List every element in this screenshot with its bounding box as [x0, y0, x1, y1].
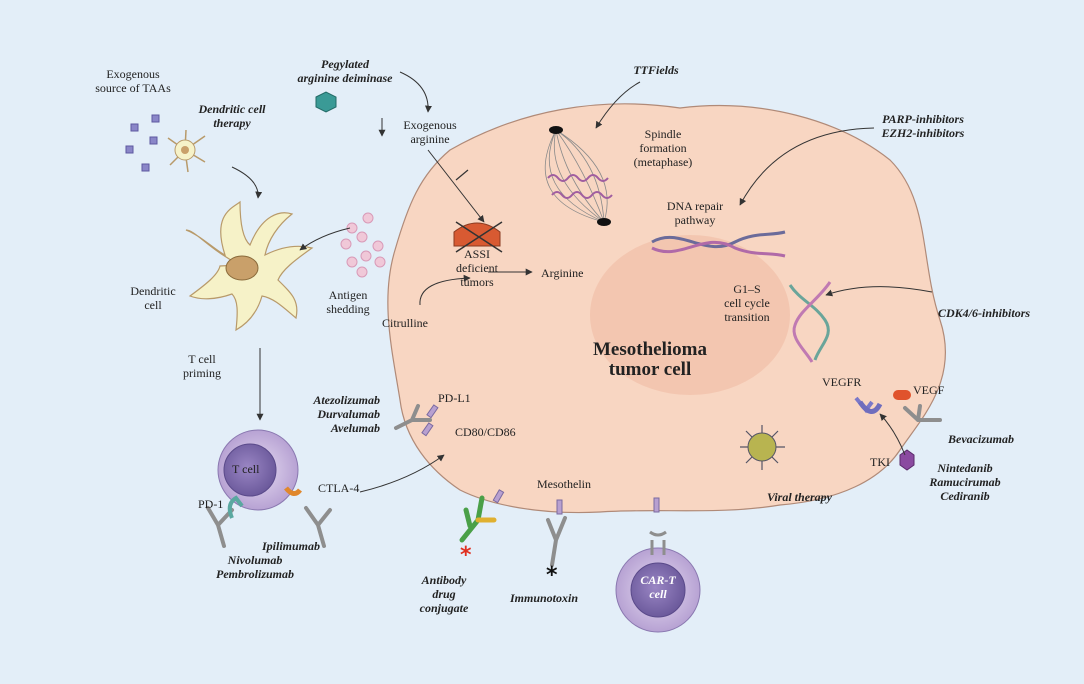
- label-tki-drugs: Nintedanib Ramucirumab Cediranib: [929, 461, 1001, 503]
- label-car-t: CAR-T cell: [640, 573, 676, 601]
- label-exogenous-taas: Exogenous source of TAAs: [95, 67, 171, 95]
- label-t-cell: T cell: [232, 462, 260, 476]
- assi-enzyme: [453, 221, 503, 253]
- label-dc-therapy: Dendritic cell therapy: [198, 102, 266, 130]
- label-nivo-pembro: Nivolumab Pembrolizumab: [215, 553, 294, 581]
- antigen-dots: [340, 212, 386, 278]
- label-adc: Antibody drug conjugate: [419, 573, 469, 615]
- label-viral-therapy: Viral therapy: [767, 490, 833, 504]
- dna-repair-graphic: [651, 230, 786, 258]
- taa-squares: [125, 114, 160, 172]
- label-t-cell-priming: T cell priming: [183, 352, 221, 380]
- adc-shape: [459, 495, 497, 543]
- label-pd-l1-drugs: Atezolizumab Durvalumab Avelumab: [313, 393, 380, 435]
- label-citrulline: Citrulline: [382, 316, 428, 330]
- label-cd80-cd86: CD80/CD86: [455, 425, 516, 439]
- svg-text:*: *: [460, 543, 472, 568]
- svg-text:*: *: [546, 563, 558, 588]
- label-ttfields: TTFields: [633, 63, 679, 77]
- label-parp-ezh2: PARP-inhibitors EZH2-inhibitors: [881, 112, 965, 140]
- spindle-graphic: [544, 129, 608, 223]
- label-spindle: Spindle formation (metaphase): [633, 127, 693, 169]
- label-antigen-shedding: Antigen shedding: [326, 288, 370, 316]
- label-dendritic-cell: Dendritic cell: [130, 284, 176, 312]
- label-pd-l1: PD-L1: [438, 391, 471, 405]
- tumor-nucleus: [590, 235, 790, 395]
- label-exogenous-arginine: Exogenous arginine: [403, 118, 457, 146]
- label-dna-repair: DNA repair pathway: [666, 199, 724, 227]
- label-ipilimumab: Ipilimumab: [262, 539, 321, 553]
- label-arginine: Arginine: [541, 266, 584, 280]
- label-vegf: VEGF: [913, 383, 945, 397]
- label-pd1: PD-1: [198, 497, 224, 511]
- label-immunotoxin: Immunotoxin: [510, 591, 579, 605]
- tumor-cell-title: Mesothelioma tumor cell: [593, 339, 707, 380]
- label-assi: ASSI deficient tumors: [456, 247, 498, 289]
- label-bevacizumab: Bevacizumab: [948, 432, 1014, 446]
- membrane-receptors: [421, 404, 563, 515]
- label-g1s: G1–S cell cycle transition: [724, 282, 770, 324]
- label-vegfr: VEGFR: [822, 375, 862, 389]
- adi-hexagon: [315, 91, 337, 113]
- g1s-dna-graphic: [788, 281, 832, 363]
- label-tki: TKI: [870, 455, 890, 469]
- label-mesothelin: Mesothelin: [537, 477, 591, 491]
- label-pegylated-adi: Pegylated arginine deiminase: [297, 57, 393, 85]
- label-cdk46: CDK4/6-inhibitors: [938, 306, 1031, 320]
- label-ctla4: CTLA-4: [318, 481, 360, 495]
- virus-graphic: [740, 425, 785, 470]
